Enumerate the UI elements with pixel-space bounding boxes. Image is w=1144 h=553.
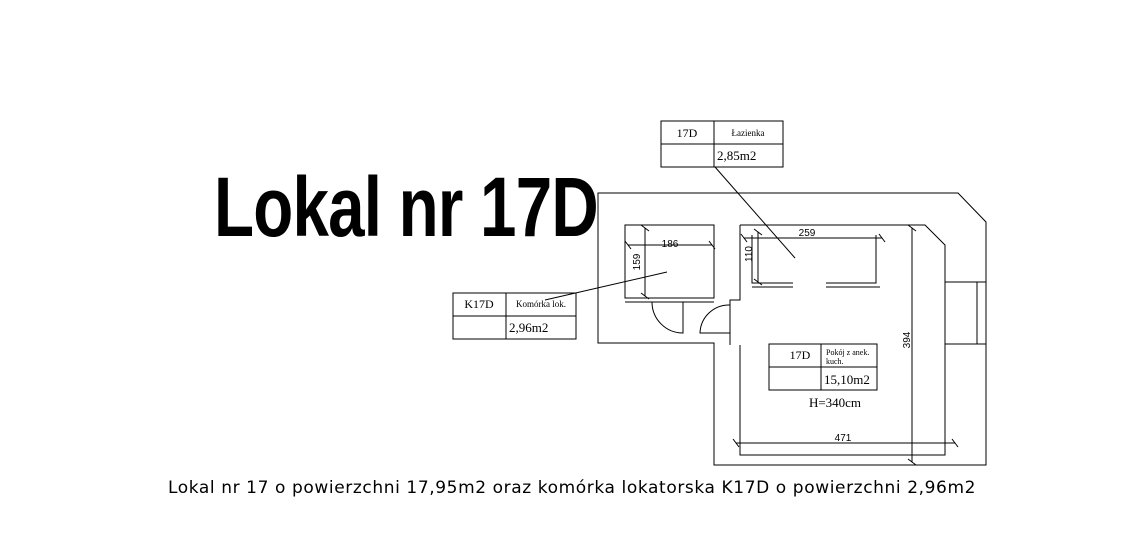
bathroom-partition [751,235,793,284]
dim-storage-width: 186 [662,239,679,250]
area-caption: Lokal nr 17 o powierzchni 17,95m2 oraz k… [167,478,977,498]
storage-area: 2,96m2 [509,320,548,335]
outer-wall-outline [597,192,987,466]
ceiling-height: H=340cm [809,395,861,410]
dim-room-width: 471 [835,433,852,444]
storage-name: Komórka lok. [516,299,566,309]
bathroom-leader-line [714,166,796,259]
bathroom-name: Łazienka [732,128,765,138]
window [944,281,978,345]
living-room-id: 17D [790,348,811,362]
storage-id: K17D [464,297,494,311]
flat-inner-wall-2 [729,225,741,345]
storage-door-swing [651,301,684,334]
bathroom-area: 2,85m2 [717,148,756,163]
dim-room-depth: 394 [902,331,913,348]
bathroom-id: 17D [677,126,698,140]
living-room-area: 15,10m2 [824,372,870,387]
living-room-name-2: kuch. [826,357,844,366]
flat-door-swing [699,304,731,334]
storage-leader-line [544,271,668,301]
dim-bath-depth: 110 [744,246,755,262]
dim-bath-width: 259 [799,228,816,239]
flat-inner-wall [739,224,946,456]
storage-room-walls [624,224,715,299]
dim-storage-depth: 159 [632,253,643,270]
bathroom-partition-2 [826,235,877,284]
living-room-name: Pokój z anek. [826,348,869,357]
